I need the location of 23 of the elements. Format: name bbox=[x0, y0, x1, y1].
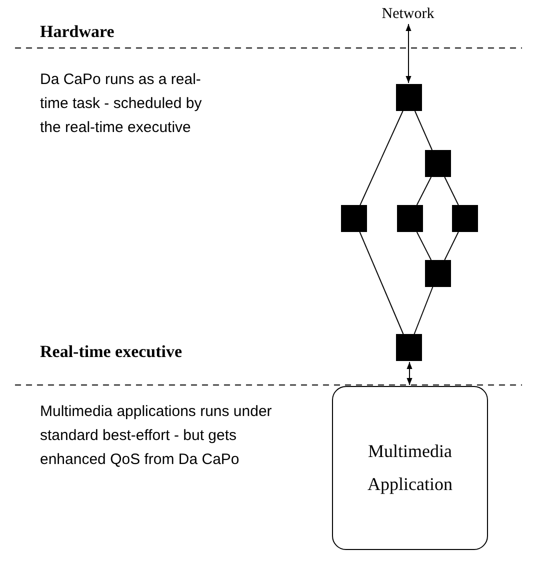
task-block bbox=[425, 260, 451, 287]
layer-heading: Hardware bbox=[40, 21, 116, 43]
connector-line bbox=[360, 110, 404, 206]
arrow bbox=[406, 362, 412, 386]
task-block bbox=[396, 84, 422, 111]
connector-line bbox=[414, 110, 433, 150]
task-block bbox=[397, 205, 423, 232]
task-block bbox=[425, 150, 451, 177]
application-box: Multimedia Application bbox=[332, 386, 488, 550]
description-text: Multimedia applications runs under standard best-effort - but gets enhanced QoS from Da CaPo bbox=[40, 402, 273, 470]
layer-heading: Real-time executive bbox=[40, 341, 184, 363]
connector-line bbox=[416, 176, 432, 206]
task-block bbox=[341, 205, 367, 232]
connector-line bbox=[359, 232, 404, 334]
connector-line bbox=[444, 176, 459, 206]
arrow bbox=[406, 24, 412, 84]
connector-line bbox=[416, 232, 432, 260]
connector-line bbox=[444, 232, 459, 260]
task-block bbox=[396, 334, 422, 361]
connector-line bbox=[414, 286, 434, 334]
network-label: Network bbox=[372, 5, 444, 23]
description-text: Da CaPo runs as a real-time task - scheduled by the real-time executive bbox=[40, 70, 203, 138]
task-block bbox=[452, 205, 478, 232]
